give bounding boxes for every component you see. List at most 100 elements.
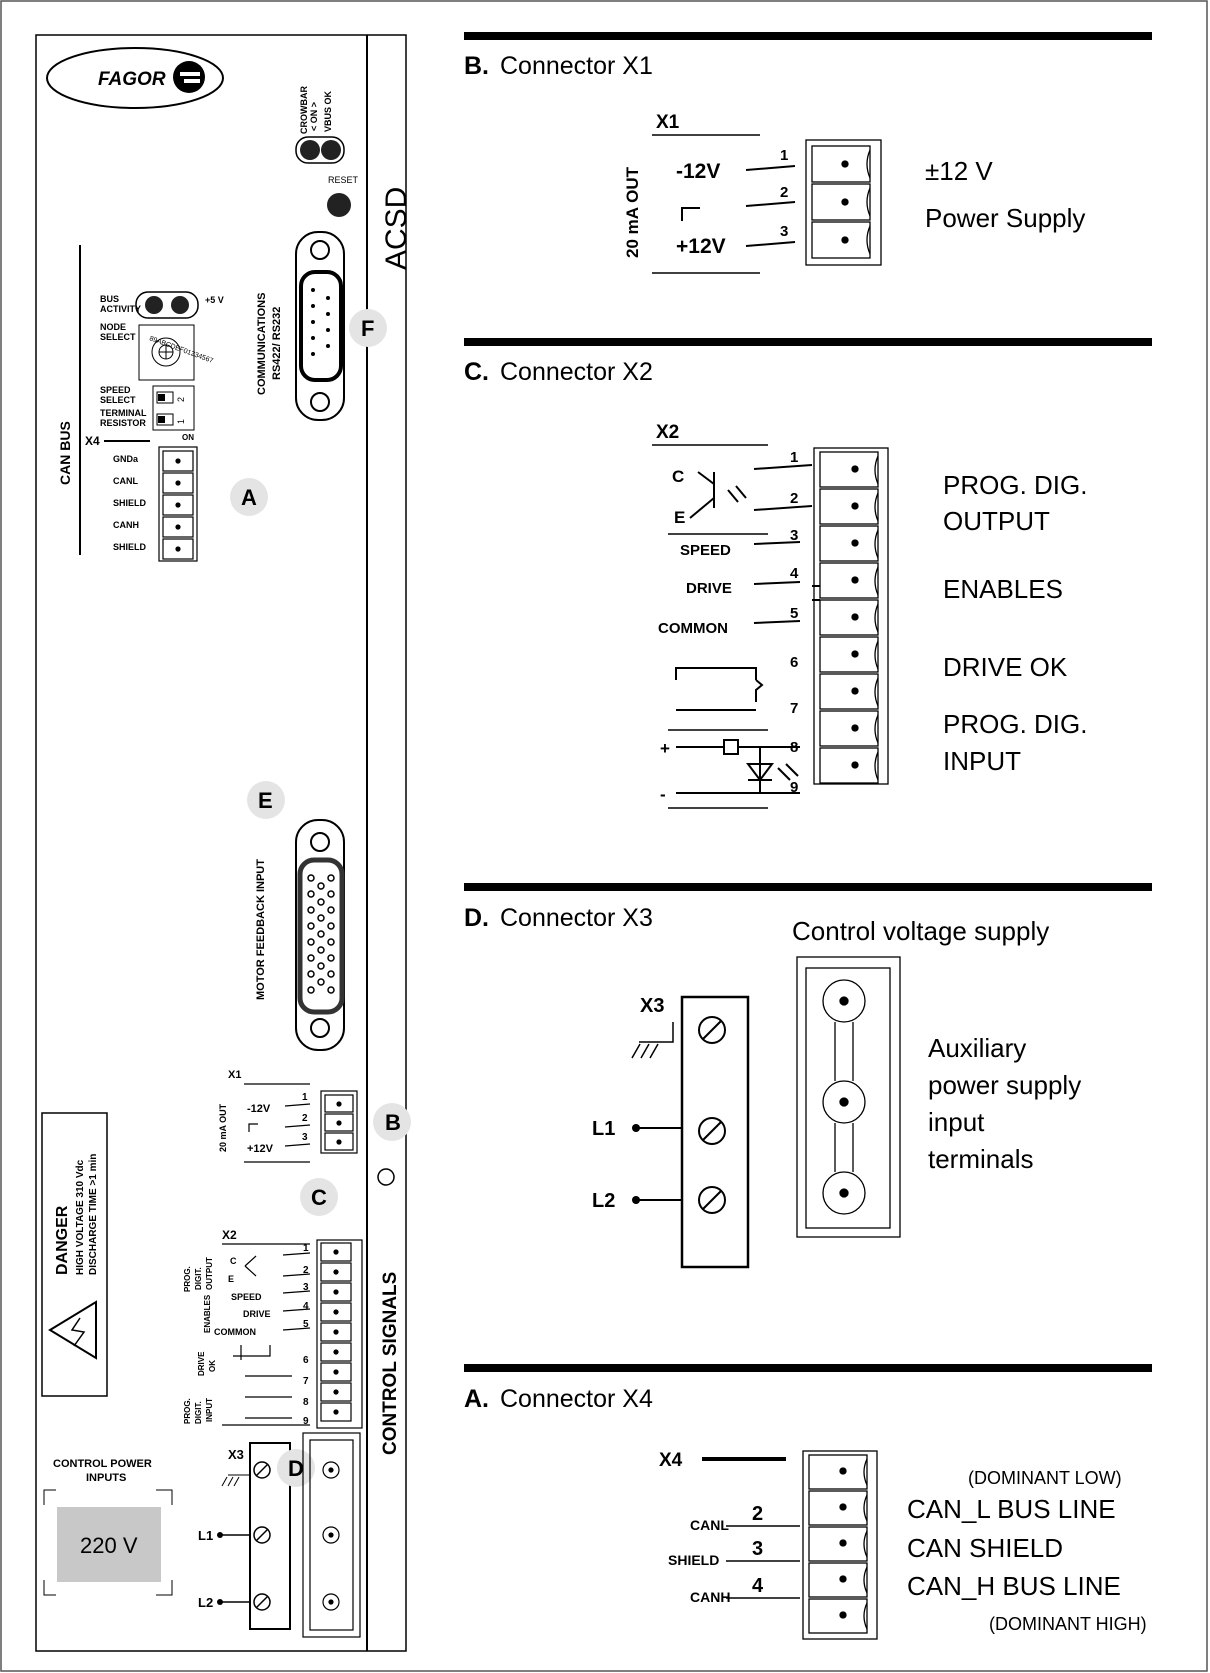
section-d-terminal xyxy=(796,956,901,1238)
svg-text:CANL: CANL xyxy=(113,476,138,486)
svg-text:SPEED: SPEED xyxy=(680,542,731,559)
svg-text:X3: X3 xyxy=(640,995,664,1017)
section-c-x2: C. Connector X2 X2 C E SPEED DRIVE COMMO… xyxy=(464,338,1152,809)
x3-panel-label: X3 xyxy=(228,1447,244,1462)
svg-text:4: 4 xyxy=(790,565,799,582)
svg-text:+: + xyxy=(660,739,670,758)
svg-text:3: 3 xyxy=(790,527,798,544)
svg-text:3: 3 xyxy=(780,223,788,240)
svg-text:7: 7 xyxy=(790,700,798,717)
svg-text:8: 8 xyxy=(303,1397,309,1408)
svg-text:ON: ON xyxy=(182,433,194,442)
section-c-desc-drive-ok: DRIVE OK xyxy=(943,652,1068,682)
svg-text:SPEED: SPEED xyxy=(231,1292,262,1302)
svg-text:1: 1 xyxy=(790,449,798,466)
svg-text:INPUTS: INPUTS xyxy=(86,1472,126,1484)
svg-text:4: 4 xyxy=(303,1301,309,1312)
control-signals-label: CONTROL SIGNALS xyxy=(380,1272,401,1455)
svg-text:DISCHARGE TIME >1 min: DISCHARGE TIME >1 min xyxy=(88,1154,99,1275)
drive-front-panel: FAGOR CROWBAR < ON > VBUS OK RESET COMMU… xyxy=(35,34,413,1652)
section-d-subtitle: Control voltage supply xyxy=(792,916,1049,946)
hex-digits: 89ABCDEF01234567 xyxy=(148,335,214,365)
svg-text:OUTPUT: OUTPUT xyxy=(943,506,1050,536)
svg-text:DIGIT.: DIGIT. xyxy=(194,1267,203,1290)
x3-panel-terminal xyxy=(302,1432,361,1638)
section-c-desc-prog-out: PROG. DIG. xyxy=(943,470,1087,500)
badge-d xyxy=(277,1449,315,1487)
svg-text:7: 7 xyxy=(303,1376,309,1387)
model-label: ACSD xyxy=(380,187,413,270)
svg-text:OUTPUT: OUTPUT xyxy=(205,1257,214,1290)
speed-select-label: SPEED xyxy=(100,385,131,395)
svg-text:L2: L2 xyxy=(592,1190,615,1212)
section-d-block xyxy=(680,995,750,1269)
crowbar-on-label: < ON > xyxy=(309,102,319,131)
svg-text:2: 2 xyxy=(303,1265,309,1276)
badge-e xyxy=(247,781,285,819)
badge-f xyxy=(349,309,387,347)
x1-panel-terminal xyxy=(320,1090,358,1154)
panel-frame xyxy=(35,34,407,1652)
comms-pins xyxy=(311,288,330,356)
svg-text:ENABLES: ENABLES xyxy=(203,1294,212,1333)
svg-text:X4: X4 xyxy=(659,1450,683,1471)
svg-text:E: E xyxy=(258,788,273,813)
section-b-terminal xyxy=(805,139,882,266)
svg-text:DRIVE: DRIVE xyxy=(686,580,732,597)
comms-label: COMMUNICATIONS xyxy=(256,293,268,395)
svg-text:INPUT: INPUT xyxy=(943,746,1021,776)
svg-text:4: 4 xyxy=(752,1575,764,1597)
svg-text:COMMON: COMMON xyxy=(214,1327,256,1337)
svg-text:DIGIT.: DIGIT. xyxy=(194,1401,203,1424)
reset-button[interactable] xyxy=(327,193,351,217)
crowbar-led xyxy=(300,140,320,160)
svg-text:GNDa: GNDa xyxy=(113,454,139,464)
svg-text:L1: L1 xyxy=(592,1118,615,1140)
svg-text:C: C xyxy=(672,467,684,486)
svg-text:HIGH VOLTAGE 310 Vdc: HIGH VOLTAGE 310 Vdc xyxy=(75,1159,86,1275)
section-d-desc: Auxiliary xyxy=(928,1033,1026,1063)
x4-label: X4 xyxy=(85,434,100,448)
svg-text:2: 2 xyxy=(790,490,798,507)
badge-c xyxy=(300,1178,338,1216)
reset-label: RESET xyxy=(328,175,359,185)
motor-feedback-label: MOTOR FEEDBACK INPUT xyxy=(255,859,267,1000)
x2-panel-terminal xyxy=(316,1239,363,1429)
svg-text:9: 9 xyxy=(303,1416,309,1427)
section-c-terminal xyxy=(813,447,889,785)
comms-label-2: RS422/ RS232 xyxy=(271,307,283,380)
voltage-badge xyxy=(57,1507,161,1582)
section-a-letter: A. xyxy=(464,1385,489,1413)
x1-panel-label: X1 xyxy=(228,1069,241,1081)
shield-desc: CAN SHIELD xyxy=(907,1533,1063,1563)
svg-text:-12V: -12V xyxy=(676,160,720,183)
svg-text:3: 3 xyxy=(303,1282,309,1293)
section-d-letter: D. xyxy=(464,904,489,932)
vbus-ok-label: VBUS OK xyxy=(323,90,333,132)
section-c-desc-enables: ENABLES xyxy=(943,574,1063,604)
dip-switch[interactable] xyxy=(152,385,195,431)
svg-text:SELECT: SELECT xyxy=(100,332,136,342)
svg-text:1: 1 xyxy=(780,147,788,164)
svg-text:20 mA OUT: 20 mA OUT xyxy=(218,1103,228,1152)
svg-text:power supply: power supply xyxy=(928,1070,1081,1100)
bus-activity-label: BUS xyxy=(100,294,119,304)
svg-text:SELECT: SELECT xyxy=(100,395,136,405)
svg-text:9: 9 xyxy=(790,779,798,796)
section-c-letter: C. xyxy=(464,358,489,386)
node-select-switch[interactable] xyxy=(138,324,195,381)
svg-text:8: 8 xyxy=(790,739,798,756)
svg-text:CANH: CANH xyxy=(113,520,139,530)
high-voltage-warning-icon xyxy=(48,1300,97,1360)
section-b-desc2: Power Supply xyxy=(925,203,1085,233)
section-b-letter: B. xyxy=(464,52,489,80)
svg-text:C: C xyxy=(311,1185,327,1210)
comms-connector xyxy=(295,231,345,421)
svg-text:RESISTOR: RESISTOR xyxy=(100,418,146,428)
svg-text:2: 2 xyxy=(302,1113,308,1124)
section-b-desc1: ±12 V xyxy=(925,156,993,186)
svg-text:5: 5 xyxy=(790,605,798,622)
dominant-low-label: (DOMINANT LOW) xyxy=(968,1468,1122,1488)
svg-text:SHIELD: SHIELD xyxy=(668,1552,719,1568)
